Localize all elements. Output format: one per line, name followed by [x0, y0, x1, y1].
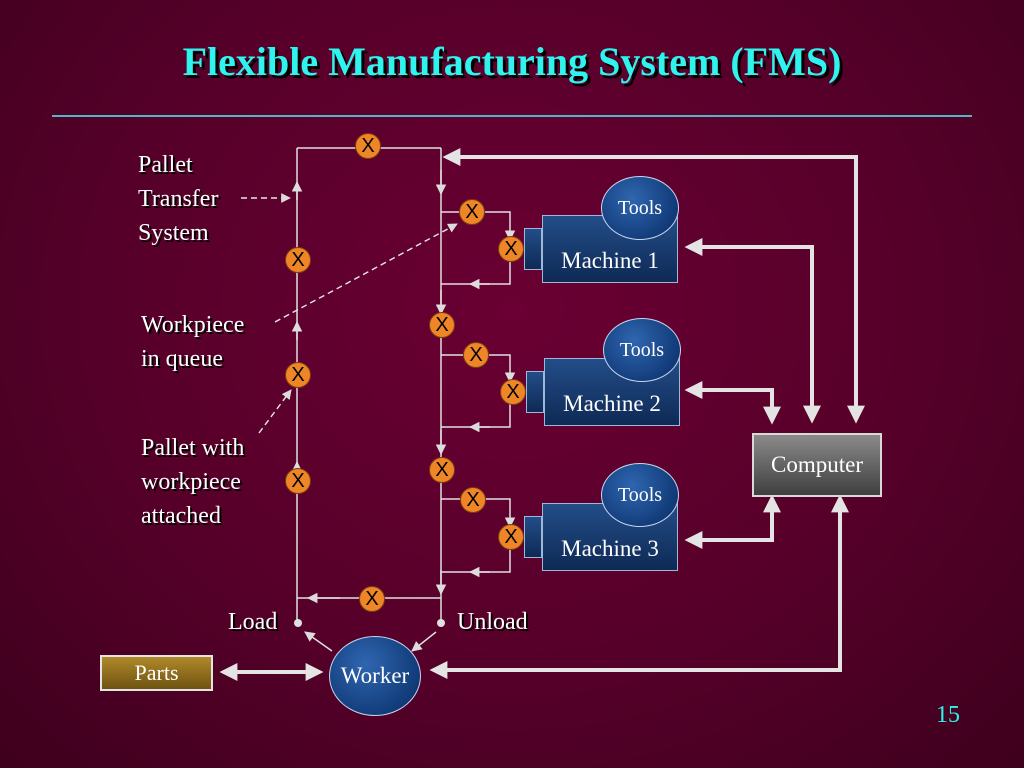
load-point — [294, 619, 302, 627]
unload-label: Unload — [457, 609, 528, 635]
unload-to-worker-arrow — [411, 631, 437, 652]
return-from-machine-3 — [441, 549, 511, 573]
parts-box: Parts — [100, 655, 213, 691]
pallet-marker: X — [285, 468, 311, 494]
computer-worker-link — [429, 494, 849, 679]
pallet-with-callout — [258, 389, 292, 434]
pallet-marker: X — [285, 247, 311, 273]
pallet-marker: X — [498, 524, 524, 550]
pallet-marker: X — [460, 487, 486, 513]
return-from-machine-2 — [441, 404, 511, 428]
computer-machine-2-link — [684, 381, 781, 425]
pallet-marker: X — [459, 199, 485, 225]
workpiece-callout — [274, 223, 458, 323]
pallet-marker: X — [285, 362, 311, 388]
computer-box: Computer — [752, 433, 882, 497]
pallet-marker: X — [463, 342, 489, 368]
pallet-marker: X — [429, 312, 455, 338]
machine-3-label: Machine 3 — [561, 536, 659, 561]
pallet-transfer-line: Transfer — [138, 186, 219, 212]
machine-1-spindle — [524, 228, 542, 270]
unload-point — [437, 619, 445, 627]
workpiece-queue-line: Workpiece — [141, 312, 245, 338]
worker-node: Worker — [329, 636, 421, 716]
pallet-transfer-label: Pallet Transfer System — [138, 148, 218, 250]
pallet-marker: X — [500, 379, 526, 405]
pallet-with-workpiece-label: Pallet with workpiece attached — [141, 431, 244, 533]
computer-machine-1-link — [684, 238, 821, 424]
worker-to-load-arrow — [304, 631, 333, 652]
computer-machine-3-link — [684, 494, 781, 549]
return-from-machine-1 — [441, 262, 511, 285]
pallet-with-line: workpiece — [141, 469, 241, 495]
pallet-with-line: attached — [141, 503, 221, 529]
pallet-transfer-line: System — [138, 220, 209, 246]
pallet-with-line: Pallet with — [141, 435, 245, 461]
title-divider — [52, 115, 972, 117]
pallet-marker: X — [359, 586, 385, 612]
workpiece-queue-line: in queue — [141, 346, 223, 372]
pallet-marker: X — [429, 457, 455, 483]
tools-2: Tools — [603, 318, 681, 382]
pallet-marker: X — [498, 236, 524, 262]
machine-2-label: Machine 2 — [563, 391, 661, 416]
page-number: 15 — [936, 702, 960, 728]
load-label: Load — [228, 609, 278, 635]
machine-1-label: Machine 1 — [561, 248, 659, 273]
machine-2-spindle — [526, 371, 544, 413]
workpiece-queue-label: Workpiece in queue — [141, 308, 244, 376]
machine-3-spindle — [524, 516, 542, 558]
tools-3: Tools — [601, 463, 679, 527]
slide-title: Flexible Manufacturing System (FMS) — [182, 39, 842, 84]
tools-1: Tools — [601, 176, 679, 240]
pallet-transfer-line: Pallet — [138, 152, 193, 178]
pallet-marker: X — [355, 133, 381, 159]
machine-2: Machine 2 — [544, 358, 680, 426]
computer-loop-link — [442, 148, 865, 424]
